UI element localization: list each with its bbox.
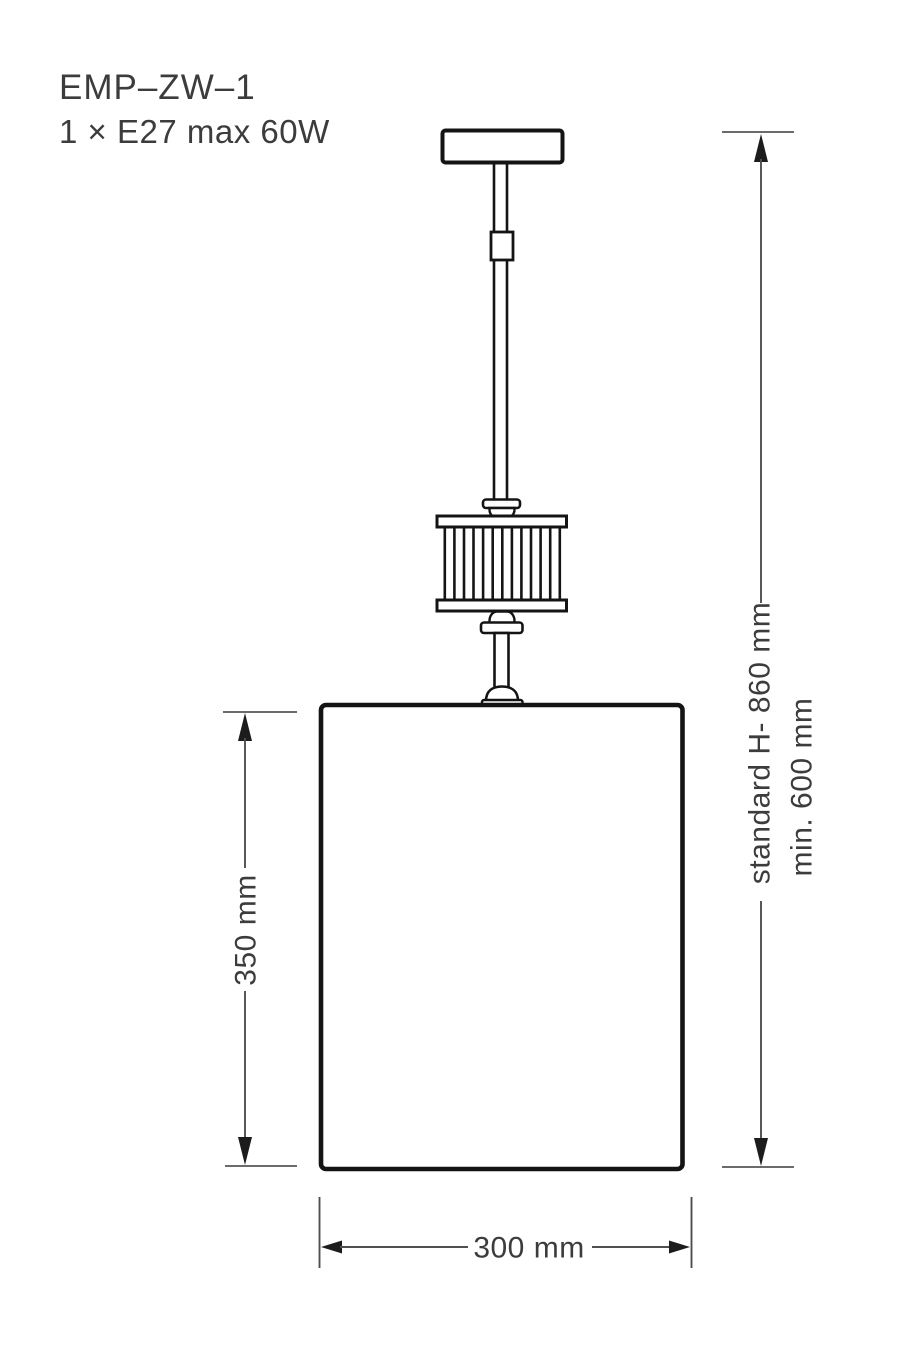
shade-height-dimension: 350 mm xyxy=(223,711,297,1167)
rod-coupling xyxy=(489,230,515,262)
shade-dome-cap xyxy=(484,685,520,703)
product-spec: 1 × E27 max 60W xyxy=(59,113,330,150)
title-block: EMP–ZW–1 1 × E27 max 60W xyxy=(59,70,330,148)
lamp-shade xyxy=(318,702,685,1172)
arrow-up-icon xyxy=(754,134,768,162)
lower-collar-bell xyxy=(488,610,516,625)
shade-width-label: 300 mm xyxy=(473,1232,584,1265)
arrow-down-icon xyxy=(754,1138,768,1166)
drum-bottom-flange xyxy=(435,598,568,613)
suspension-rod-lower xyxy=(493,631,510,691)
shade-width-dimension: 300 mm xyxy=(318,1197,693,1268)
ceiling-canopy xyxy=(440,128,565,165)
upper-collar-disc xyxy=(481,498,522,510)
product-code: EMP–ZW–1 xyxy=(59,68,256,107)
lower-collar-disc xyxy=(479,621,524,635)
suspension-rod-upper xyxy=(492,158,509,503)
standard-height-label: standard H- 860 mm xyxy=(744,602,777,884)
lamp-figure xyxy=(318,128,685,1172)
arrow-up-icon xyxy=(238,713,252,741)
drum-top-flange xyxy=(435,514,568,529)
drum-slats xyxy=(443,527,562,600)
min-height-label: min. 600 mm xyxy=(786,698,819,877)
overall-height-dimension: standard H- 860 mm min. 600 mm xyxy=(722,131,819,1168)
arrow-left-icon xyxy=(321,1240,342,1254)
shade-height-label: 350 mm xyxy=(230,874,263,985)
arrow-right-icon xyxy=(669,1240,690,1254)
arrow-down-icon xyxy=(238,1137,252,1165)
